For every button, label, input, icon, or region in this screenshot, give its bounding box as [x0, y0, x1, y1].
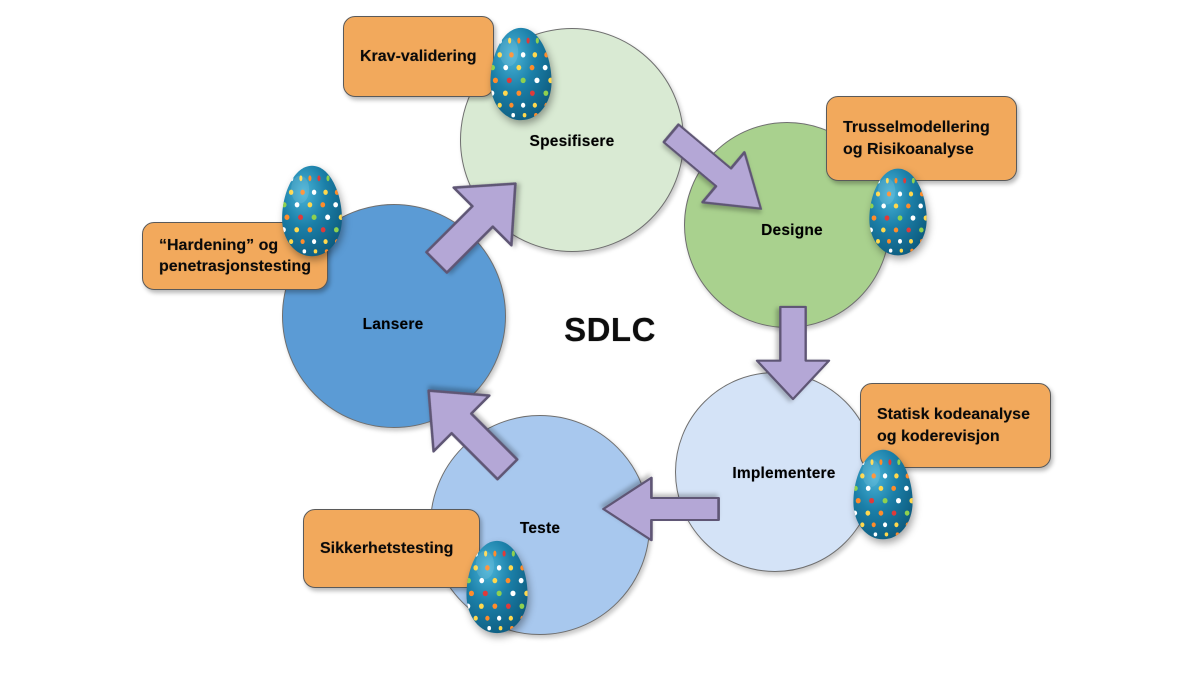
callout-text-sikkerhetstesting: Sikkerhetstesting: [320, 539, 454, 557]
callout-sikkerhetstesting: Sikkerhetstesting: [303, 509, 480, 588]
callout-text-statisk-kodeanalyse: Statisk kodeanalyse og koderevisjon: [877, 406, 1030, 445]
callout-text-trusselmodellering: Trusselmodellering og Risikoanalyse: [843, 119, 990, 158]
easter-egg-icon-lansere: [282, 165, 342, 257]
arrow-implementere-to-teste: [602, 476, 720, 542]
callout-hardening-penetrasjonstesting: “Hardening” og penetrasjonstesting: [142, 222, 328, 290]
phase-circle-implementere: [675, 372, 875, 572]
callout-text-krav-validering: Krav-validering: [360, 47, 477, 65]
phase-label-designe: Designe: [761, 222, 823, 239]
arrow-spesifisere-to-designe: [662, 123, 763, 210]
phase-label-implementere: Implementere: [732, 465, 836, 482]
arrow-lansere-to-spesifisere: [425, 182, 517, 274]
phase-label-teste: Teste: [519, 520, 561, 537]
callout-text-hardening-penetrasjonstesting: “Hardening” og penetrasjonstesting: [159, 236, 312, 275]
easter-egg-icon-spesifisere: [490, 27, 552, 121]
callout-krav-validering: Krav-validering: [343, 16, 494, 97]
arrow-teste-to-lansere: [427, 389, 519, 481]
phase-label-lansere: Lansere: [362, 316, 424, 333]
center-title-sdlc: SDLC: [564, 311, 656, 348]
easter-egg-icon-teste: [466, 540, 528, 634]
easter-egg-icon-designe: [869, 168, 927, 256]
arrow-designe-to-implementere: [755, 305, 831, 401]
phase-label-spesifisere: Spesifisere: [529, 133, 615, 150]
callout-trusselmodellering: Trusselmodellering og Risikoanalyse: [826, 96, 1017, 181]
easter-egg-icon-implementere: [853, 449, 913, 540]
